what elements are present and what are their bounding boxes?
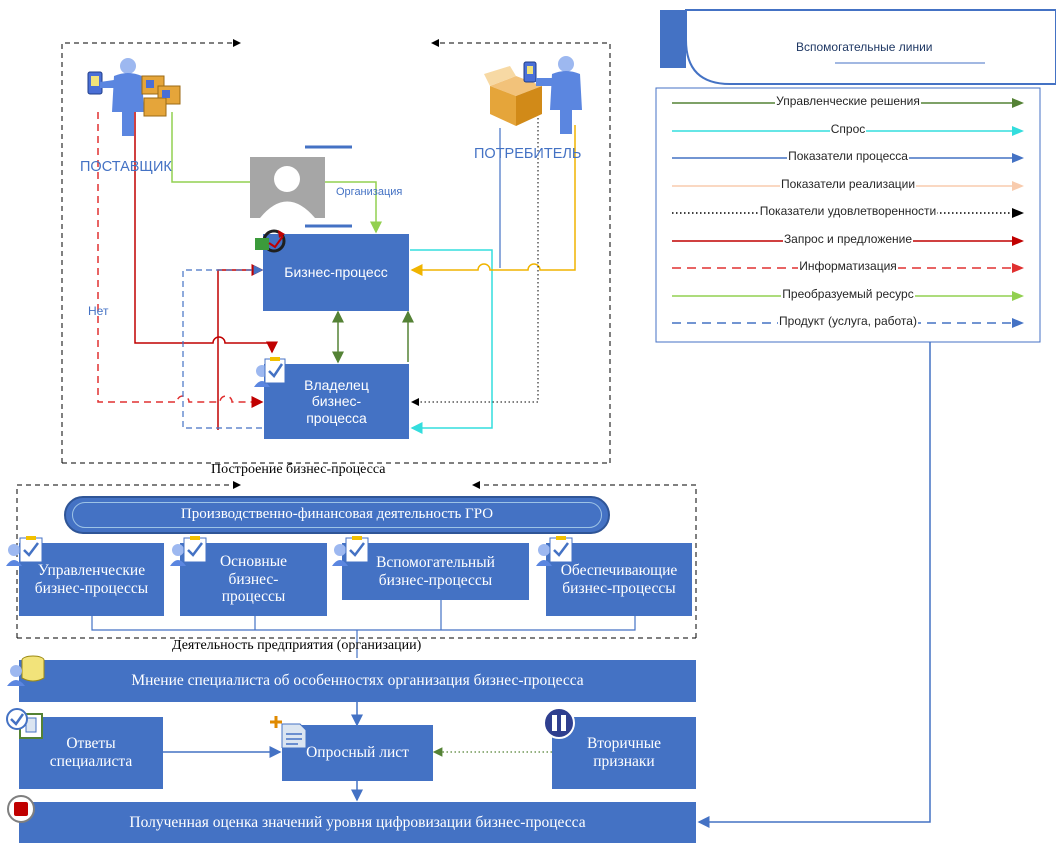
build-label: Построение бизнес-процесса [211,462,386,477]
organization-bracket [305,145,352,228]
enterprise-label: Деятельность предприятия (организации) [172,638,422,653]
legend-item: Показатели реализации [670,176,1026,196]
result-box[interactable]: Полученная оценка значений уровня цифров… [19,802,696,843]
legend-item: Продукт (услуга, работа) [670,313,1026,333]
informatization-line [97,112,264,408]
no-label: Нет [88,304,109,318]
satisfaction-line [411,110,539,406]
checklist-icon [170,536,210,566]
database-user-icon [7,654,47,686]
organization-label: Организация [336,186,403,198]
supplier-icon [86,56,191,138]
process-box-auxiliary[interactable]: Вспомогательный бизнес-процессы [342,543,529,600]
legend-item-label: Управленческие решения [775,94,921,108]
new-document-icon [270,716,310,749]
legend-item: Показатели процесса [670,148,1026,168]
process-box-management[interactable]: Управленческие бизнес-процессы [19,543,164,616]
consumer-label: ПОТРЕБИТЕЛЬ [474,146,582,162]
request-line-owner [217,264,264,430]
legend-item-label: Показатели процесса [787,149,909,163]
questionnaire-box[interactable]: Опросный лист [282,725,433,781]
business-process-box[interactable]: Бизнес-процесс [263,234,409,311]
legend-item-label: Информатизация [798,259,898,273]
organization-frame [61,39,611,464]
demand-line [410,249,493,434]
owner-checklist-icon [253,357,287,387]
stop-icon [6,794,36,824]
product-line [182,265,264,429]
checklist-icon [536,536,576,566]
legend-title: Вспомогательные линии [796,40,933,54]
documents-check-icon [6,708,46,740]
process-connectors [91,600,636,658]
legend-item: Запрос и предложение [670,231,1026,251]
pause-icon [542,706,576,740]
legend-item-label: Показатели удовлетворенности [758,204,938,218]
legend-item-label: Спрос [829,121,867,136]
legend-item: Информатизация [670,258,1026,278]
grp-activity-banner[interactable]: Производственно-финансовая деятельность … [64,496,610,534]
legend-item-label: Преобразуемый ресурс [781,286,915,301]
legend-item: Управленческие решения [670,93,1026,113]
supplier-label: ПОСТАВЩИК [80,159,172,175]
organization-avatar-icon [250,157,325,218]
checklist-icon [332,536,372,566]
legend-item: Преобразуемый ресурс [670,286,1026,306]
legend-line-sample [672,208,1024,218]
legend-item-label: Показатели реализации [779,176,917,191]
expert-opinion-box[interactable]: Мнение специалиста об особенностях орган… [19,660,696,702]
process-cycle-icon [253,228,287,254]
process-box-supporting[interactable]: Обеспечивающие бизнес-процессы [546,543,692,616]
legend-to-result-line [697,342,931,828]
legend-item: Спрос [670,121,1026,141]
request-line-supplier [134,112,278,354]
legend-item-label: Продукт (услуга, работа) [778,314,918,328]
consumer-icon [484,56,592,136]
legend-title-tab [660,9,1056,85]
grp-activity-text: Производственно-финансовая деятельность … [180,506,494,523]
process-owner-box[interactable]: Владелец бизнес-процесса [264,364,409,439]
legend-item-label: Запрос и предложение [782,231,914,246]
enterprise-frame [16,481,697,639]
legend-item: Показатели удовлетворенности [670,203,1026,223]
realization-line-1 [410,125,576,276]
secondary-signs-box[interactable]: Вторичные признаки [552,717,696,789]
checklist-icon [6,536,46,566]
